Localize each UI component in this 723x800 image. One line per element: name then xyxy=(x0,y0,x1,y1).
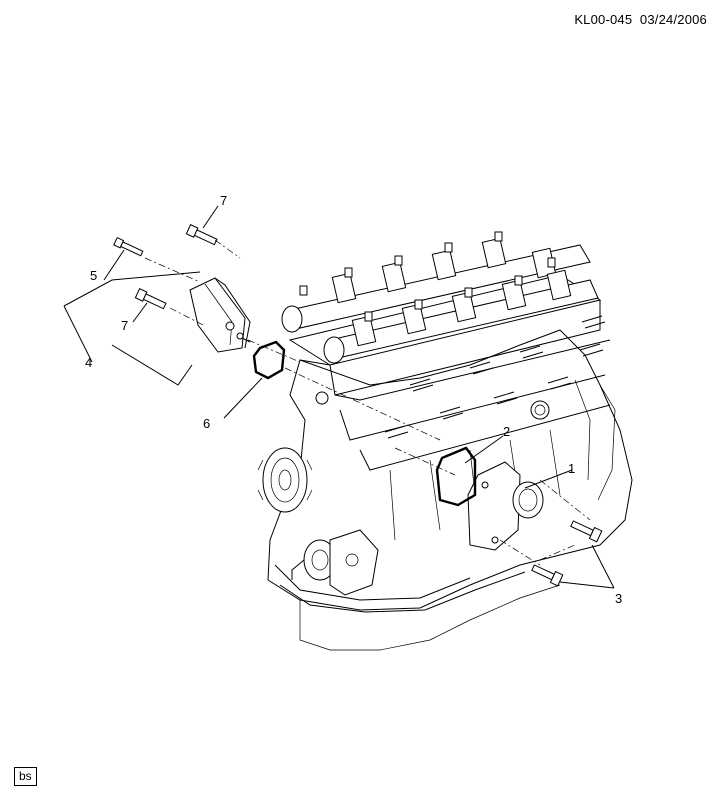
bracket-gasket xyxy=(252,340,286,380)
reference-code: KL00-045 xyxy=(574,12,633,27)
callout-7-upper: 7 xyxy=(220,193,227,208)
thermostat-gasket xyxy=(435,446,477,507)
callout-5: 5 xyxy=(90,268,97,283)
callout-1: 1 xyxy=(568,461,575,476)
callout-2: 2 xyxy=(503,424,510,439)
camshaft-assembly xyxy=(281,231,599,364)
callout-4: 4 xyxy=(85,355,92,370)
source-tag: bs xyxy=(14,767,37,786)
diagram-reference-code: KL00-045 03/24/2006 xyxy=(574,12,707,27)
reference-date: 03/24/2006 xyxy=(639,12,707,27)
thermostat-housing xyxy=(467,461,544,551)
callout-3: 3 xyxy=(615,591,622,606)
alignment-lines xyxy=(144,239,591,566)
callout-7-lower: 7 xyxy=(121,318,128,333)
front-pulley-assembly xyxy=(257,447,379,596)
leader-lines xyxy=(63,205,615,589)
thermostat-bolts xyxy=(531,520,603,587)
callout-6: 6 xyxy=(203,416,210,431)
mounting-bracket xyxy=(189,277,251,353)
bracket-bolts xyxy=(113,224,218,310)
